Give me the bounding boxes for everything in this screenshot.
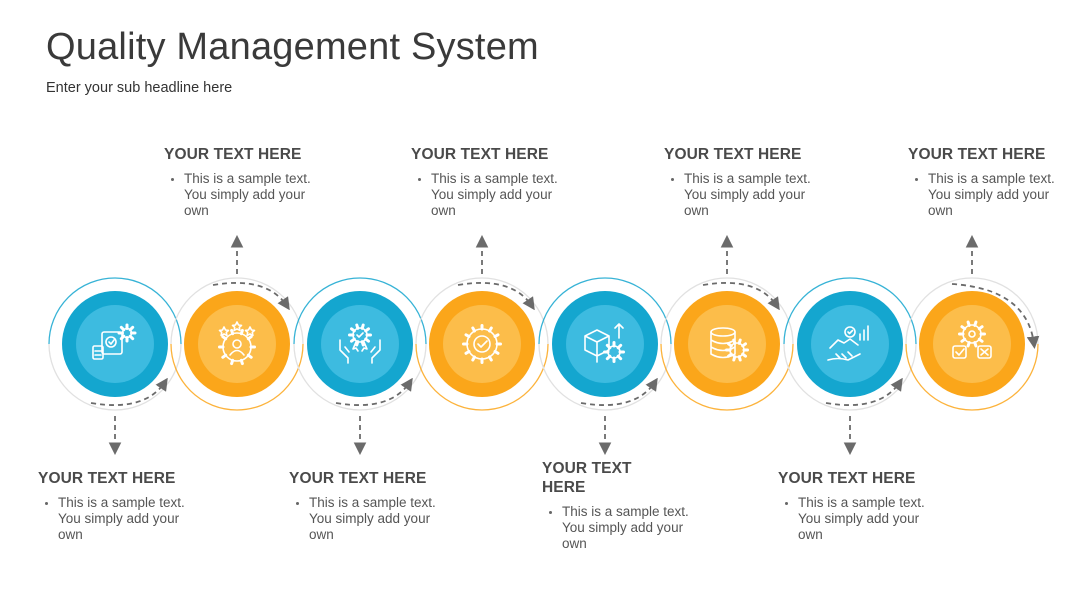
step-node-2 — [182, 289, 292, 399]
step-bullet-text: This is a sample text. You simply add yo… — [928, 171, 1060, 219]
step-text-block-1: YOUR TEXT HERE This is a sample text. You… — [38, 469, 208, 543]
package-gear-growth-icon — [584, 323, 625, 363]
step-heading: YOUR TEXT HERE — [38, 470, 176, 487]
gear-checkmark-icon — [462, 324, 502, 364]
step-heading: YOUR TEXT HERE — [542, 460, 632, 496]
ring-arc — [170, 343, 304, 411]
document-process-gear-icon — [92, 323, 137, 360]
step-bullet-text: This is a sample text. You simply add yo… — [798, 495, 930, 543]
step-bullet-list: This is a sample text. You simply add yo… — [908, 171, 1078, 219]
step-text-block-7: YOUR TEXT HERE This is a sample text. You… — [778, 469, 948, 543]
step-text-block-6: YOUR TEXT HERE This is a sample text. You… — [664, 145, 834, 219]
ring-arc — [170, 277, 304, 345]
step-node-6 — [672, 289, 782, 399]
step-bullet-text: This is a sample text. You simply add yo… — [562, 504, 694, 552]
step-node-1 — [60, 289, 170, 399]
step-text-block-5: YOUR TEXT HEREThis is a sample text. You… — [542, 459, 689, 552]
step-bullet-list: This is a sample text. You simply add yo… — [542, 504, 712, 552]
step-bullet-text: This is a sample text. You simply add yo… — [184, 171, 316, 219]
node-inner-circle — [566, 305, 644, 383]
step-bullet-text: This is a sample text. You simply add yo… — [684, 171, 816, 219]
node-inner-circle — [321, 305, 399, 383]
flow-arrow — [212, 282, 290, 311]
ring-arc — [660, 343, 794, 411]
ring-arc — [538, 277, 672, 345]
hand-handshake-analytics-icon — [827, 325, 869, 361]
step-heading: YOUR TEXT HERE — [664, 146, 802, 163]
ring-arc — [48, 343, 182, 411]
ring-arc — [905, 277, 1039, 345]
step-node-3 — [305, 289, 415, 399]
step-node-8 — [917, 289, 1027, 399]
flow-arrow — [580, 377, 658, 406]
flow-arrow — [90, 377, 168, 406]
ring-arc — [905, 343, 1039, 411]
step-bullet-text: This is a sample text. You simply add yo… — [431, 171, 563, 219]
flow-arrow — [335, 377, 413, 406]
flow-arrow — [951, 283, 1040, 349]
step-node-7 — [795, 289, 905, 399]
step-bullet-list: This is a sample text. You simply add yo… — [38, 495, 208, 543]
step-node-5 — [550, 289, 660, 399]
hands-award-badge-icon — [339, 323, 381, 364]
database-gear-icon — [710, 327, 749, 362]
page-subtitle: Enter your sub headline here — [46, 80, 233, 96]
ring-arc — [48, 277, 182, 345]
node-inner-circle — [933, 305, 1011, 383]
node-inner-circle — [688, 305, 766, 383]
step-heading: YOUR TEXT HERE — [164, 146, 302, 163]
step-heading: YOUR TEXT HERE — [778, 470, 916, 487]
flow-arrow — [457, 282, 535, 311]
node-inner-circle — [198, 305, 276, 383]
ring-arc — [415, 343, 549, 411]
step-bullet-text: This is a sample text. You simply add yo… — [58, 495, 190, 543]
node-inner-circle — [443, 305, 521, 383]
step-text-block-4: YOUR TEXT HERE This is a sample text. You… — [411, 145, 581, 219]
step-text-block-3: YOUR TEXT HERE This is a sample text. You… — [289, 469, 459, 543]
flow-arrow — [702, 282, 780, 311]
step-heading: YOUR TEXT HERE — [908, 146, 1046, 163]
flow-arrow — [825, 377, 903, 406]
step-heading: YOUR TEXT HERE — [289, 470, 427, 487]
step-bullet-text: This is a sample text. You simply add yo… — [309, 495, 441, 543]
step-text-block-8: YOUR TEXT HERE This is a sample text. You… — [908, 145, 1078, 219]
step-bullet-list: This is a sample text. You simply add yo… — [164, 171, 334, 219]
ring-arc — [415, 277, 549, 345]
gear-user-stars-icon — [218, 321, 256, 366]
ring-arc — [783, 343, 917, 411]
gear-approve-reject-icon — [952, 320, 992, 359]
ring-arc — [783, 277, 917, 345]
page-title: Quality Management System — [46, 26, 539, 68]
step-node-4 — [427, 289, 537, 399]
ring-arc — [538, 343, 672, 411]
step-bullet-list: This is a sample text. You simply add yo… — [778, 495, 948, 543]
step-bullet-list: This is a sample text. You simply add yo… — [664, 171, 834, 219]
step-bullet-list: This is a sample text. You simply add yo… — [411, 171, 581, 219]
node-inner-circle — [811, 305, 889, 383]
step-heading: YOUR TEXT HERE — [411, 146, 549, 163]
ring-arc — [293, 343, 427, 411]
step-bullet-list: This is a sample text. You simply add yo… — [289, 495, 459, 543]
step-text-block-2: YOUR TEXT HERE This is a sample text. You… — [164, 145, 334, 219]
ring-arc — [293, 277, 427, 345]
ring-arc — [660, 277, 794, 345]
